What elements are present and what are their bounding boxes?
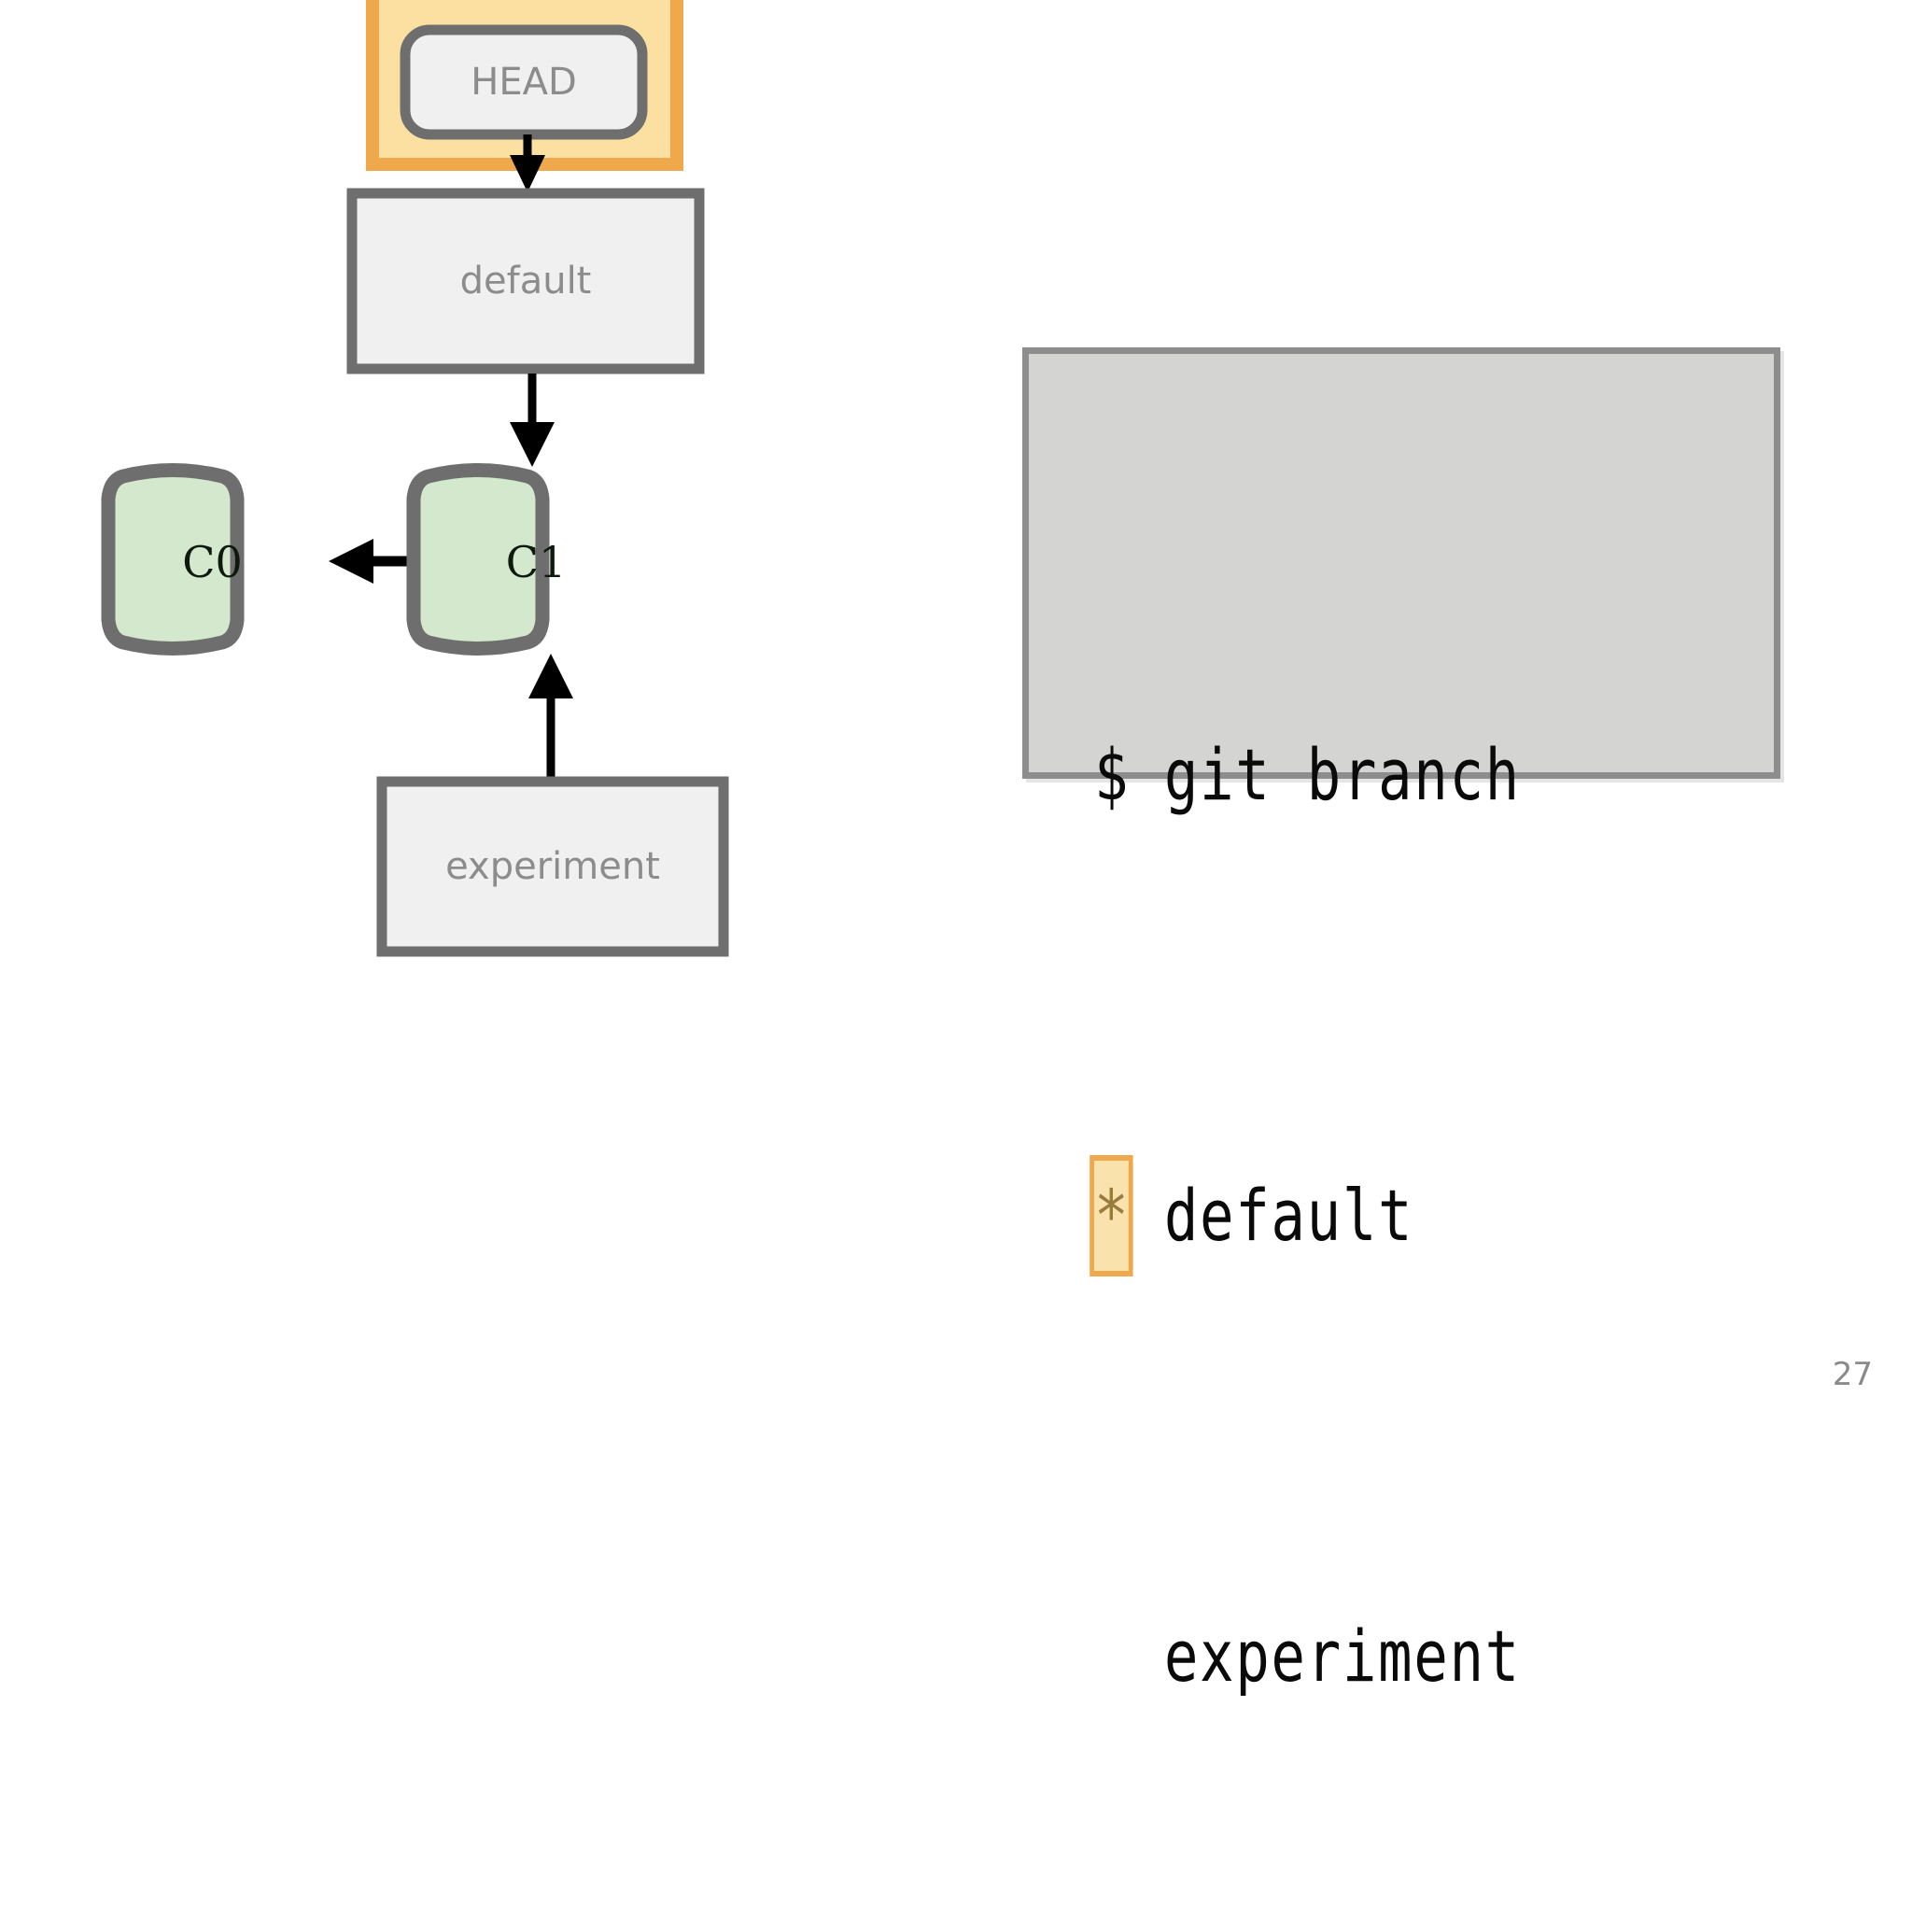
default-ref-label: default — [459, 260, 592, 303]
slide-canvas: HEAD default experiment C0 C1 $ git bran… — [101, 0, 1873, 1698]
terminal-line-text: default — [1163, 1174, 1414, 1257]
terminal-line-text: experiment — [1163, 1615, 1521, 1698]
terminal-text: $ git branch * default experiment — [1090, 389, 1521, 1932]
head-ref-label: HEAD — [471, 61, 577, 104]
terminal-spacer — [1129, 1174, 1164, 1257]
commit-label-c0: C0 — [182, 537, 243, 587]
terminal-command — [1129, 733, 1164, 816]
terminal-spacer — [1129, 1615, 1164, 1698]
terminal-line: experiment — [1094, 1601, 1521, 1712]
edge-head-to-default — [510, 134, 545, 192]
edge-c1-to-c0 — [329, 539, 411, 584]
terminal-line: * default — [1090, 1155, 1521, 1276]
commit-label-c1: C1 — [505, 537, 567, 587]
edge-default-to-c1 — [510, 374, 555, 467]
terminal-line: $ git branch — [1094, 720, 1521, 830]
prompt-symbol: $ — [1094, 733, 1131, 816]
branch-marker-blank — [1094, 1601, 1129, 1712]
page-number: 27 — [1832, 1356, 1873, 1393]
terminal-line-text: git branch — [1163, 733, 1521, 816]
edge-experiment-to-c1 — [528, 654, 573, 781]
terminal-output-block: $ git branch * default experiment — [1022, 347, 1780, 1698]
current-branch-marker-highlight: * — [1090, 1155, 1133, 1276]
experiment-ref-label: experiment — [445, 845, 660, 888]
